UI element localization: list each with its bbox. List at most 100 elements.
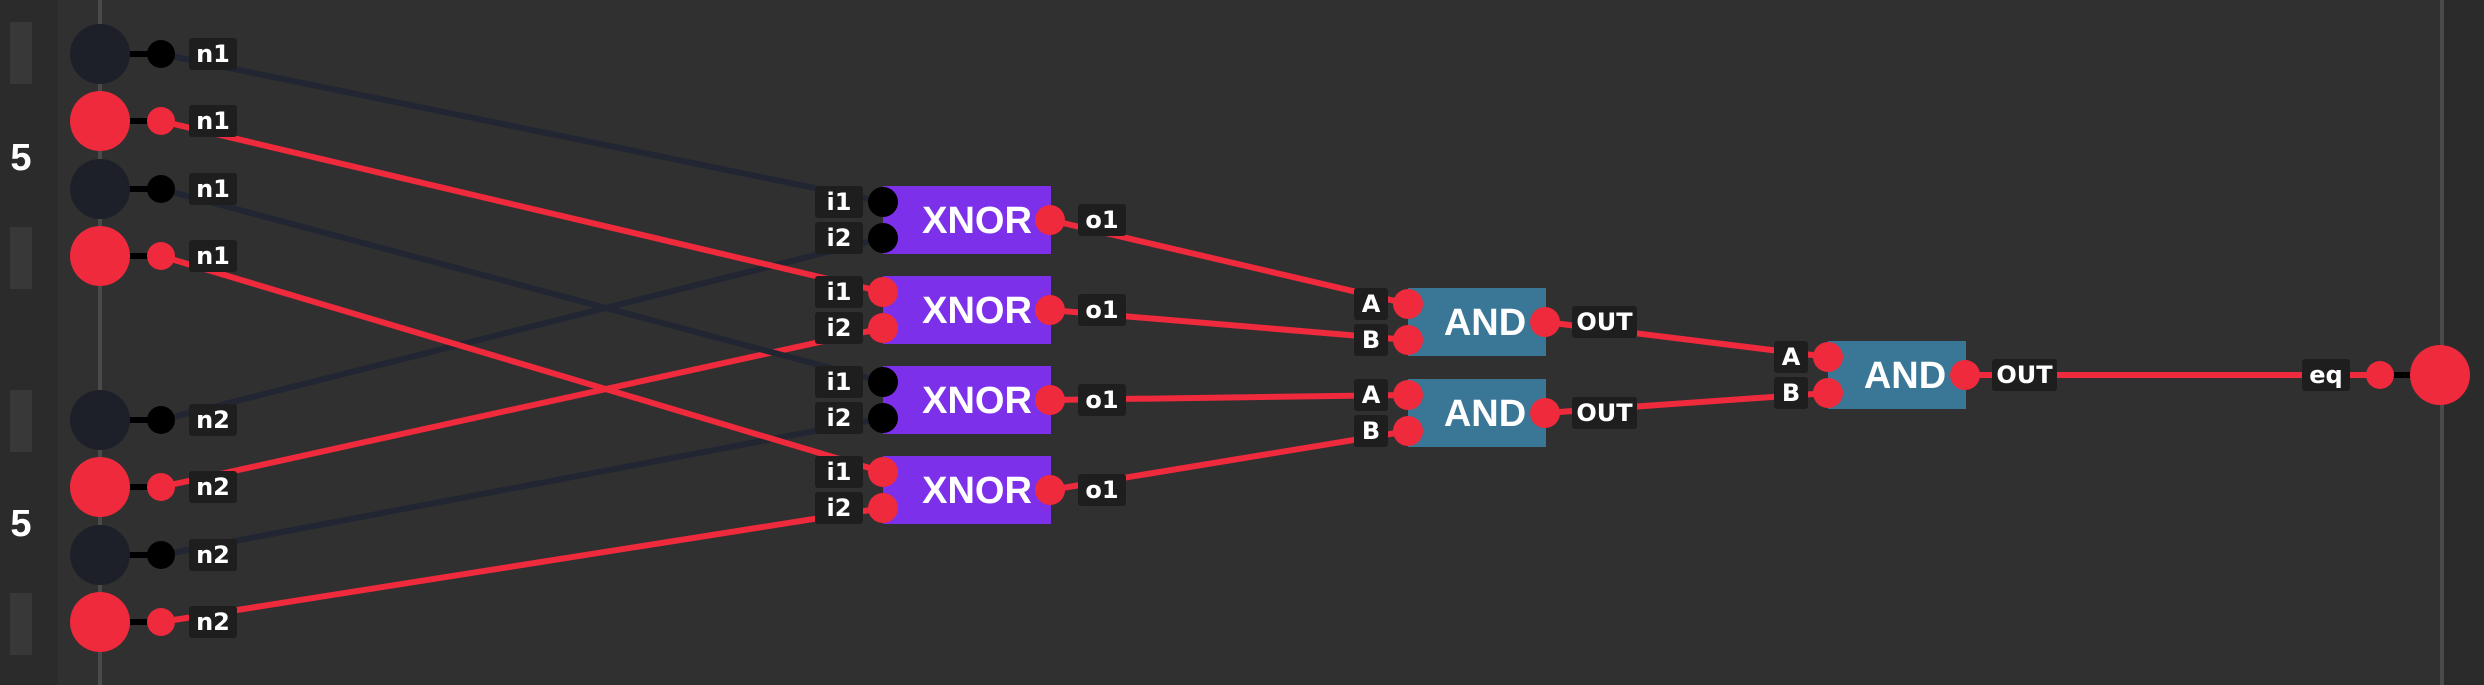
input-label-group: n1 — [189, 173, 237, 205]
and-in-label: A — [1362, 381, 1381, 409]
input-toggle-n1[interactable]: n1 — [70, 91, 237, 151]
and-output-pin[interactable] — [1530, 398, 1560, 428]
xnor-input-pin[interactable] — [868, 277, 898, 307]
input-toggle-n1[interactable]: n1 — [70, 159, 237, 219]
outputs: eq — [2302, 345, 2470, 405]
xnor-input-pin[interactable] — [868, 457, 898, 487]
and-input-pin[interactable] — [1813, 378, 1843, 408]
xnor-input-pin[interactable] — [868, 223, 898, 253]
xnor-input-pin[interactable] — [868, 313, 898, 343]
output-indicator-eq[interactable]: eq — [2302, 345, 2470, 405]
and-input-pin[interactable] — [1813, 342, 1843, 372]
xnor-gate-body[interactable] — [883, 366, 1051, 434]
xnor-gate-body[interactable] — [883, 186, 1051, 254]
input-pin[interactable] — [147, 175, 175, 203]
and-gate-body[interactable] — [1408, 379, 1546, 447]
input-label: n2 — [196, 473, 230, 501]
and-input-pin[interactable] — [1393, 416, 1423, 446]
xnor-in-label-group: i1 — [815, 366, 863, 398]
group-handle[interactable] — [10, 227, 32, 289]
input-switch[interactable] — [70, 592, 130, 652]
xnor-in-label-group: i1 — [815, 186, 863, 218]
input-switch[interactable] — [70, 226, 130, 286]
and-gate-body[interactable] — [1828, 341, 1966, 409]
group-handle[interactable] — [10, 390, 32, 452]
input-label-bg — [189, 173, 237, 205]
and-input-pin[interactable] — [1393, 289, 1423, 319]
right-output-rail — [2440, 0, 2484, 685]
input-switch[interactable] — [70, 457, 130, 517]
and-in-label-bg — [1774, 341, 1808, 373]
output-pin[interactable] — [2366, 361, 2394, 389]
xnor-input-pin[interactable] — [868, 187, 898, 217]
and-out-label: OUT — [1576, 308, 1633, 336]
and-input-pin[interactable] — [1393, 380, 1423, 410]
input-pin[interactable] — [147, 107, 175, 135]
input-pin[interactable] — [147, 242, 175, 270]
input-pin[interactable] — [147, 541, 175, 569]
input-switch[interactable] — [70, 91, 130, 151]
input-pin[interactable] — [147, 473, 175, 501]
xnor-output-pin[interactable] — [1035, 205, 1065, 235]
input-toggle-n1[interactable]: n1 — [70, 226, 237, 286]
input-toggle-n1[interactable]: n1 — [70, 24, 237, 84]
wire-n1-to-xnor-2 — [160, 118, 884, 295]
input-toggle-n2[interactable]: n2 — [70, 525, 237, 585]
input-pin[interactable] — [147, 406, 175, 434]
xnor-out-label: o1 — [1085, 206, 1118, 234]
xnor-in-label-group: i2 — [815, 492, 863, 524]
xnor-in-label: i1 — [827, 368, 852, 396]
xnor-in-label-bg — [815, 366, 863, 398]
group-handle[interactable] — [10, 22, 32, 84]
xnor-input-pin[interactable] — [868, 367, 898, 397]
group-handle[interactable] — [10, 593, 32, 655]
and-in-label: B — [1362, 326, 1380, 354]
input-switch[interactable] — [70, 159, 130, 219]
input-label-bg — [189, 539, 237, 571]
xnor-in-label: i2 — [827, 494, 852, 522]
xnor-output-pin[interactable] — [1035, 385, 1065, 415]
and-in-label: B — [1782, 379, 1800, 407]
input-switch[interactable] — [70, 525, 130, 585]
xnor-input-pin[interactable] — [868, 403, 898, 433]
and-in-label-group: A — [1354, 379, 1388, 411]
input-label: n2 — [196, 608, 230, 636]
input-toggle-n2[interactable]: n2 — [70, 457, 237, 517]
xnor-gate-body[interactable] — [883, 276, 1051, 344]
input-pin[interactable] — [147, 608, 175, 636]
and-gate-title: AND — [1444, 393, 1526, 435]
xnor-gate-title: XNOR — [922, 470, 1032, 512]
and-in-label: B — [1362, 417, 1380, 445]
xnor-in-label: i1 — [827, 188, 852, 216]
input-switch[interactable] — [70, 24, 130, 84]
xnor-in-label-group: i1 — [815, 456, 863, 488]
xnor-input-pin[interactable] — [868, 493, 898, 523]
and-in-label-bg — [1354, 324, 1388, 356]
and-output-pin[interactable] — [1950, 360, 1980, 390]
input-toggle-n2[interactable]: n2 — [70, 390, 237, 450]
input-switch[interactable] — [70, 390, 130, 450]
xnor-output-pin[interactable] — [1035, 295, 1065, 325]
xnor-output-pin[interactable] — [1035, 475, 1065, 505]
and-gate-body[interactable] — [1408, 288, 1546, 356]
input-toggle-n2[interactable]: n2 — [70, 592, 237, 652]
xnor-in-label-bg — [815, 492, 863, 524]
xnor-gate-body[interactable] — [883, 456, 1051, 524]
wire-n2-to-xnor-3 — [160, 415, 884, 558]
and-in-label: A — [1362, 290, 1381, 318]
input-label-group: n1 — [189, 105, 237, 137]
and-output-pin[interactable] — [1530, 307, 1560, 337]
input-label-group: n2 — [189, 404, 237, 436]
and-input-pin[interactable] — [1393, 325, 1423, 355]
xnor-in-label: i1 — [827, 278, 852, 306]
input-pin[interactable] — [147, 40, 175, 68]
inputs: n1 n1 n1 n1 n2 n2 n2 n2 — [70, 24, 237, 652]
